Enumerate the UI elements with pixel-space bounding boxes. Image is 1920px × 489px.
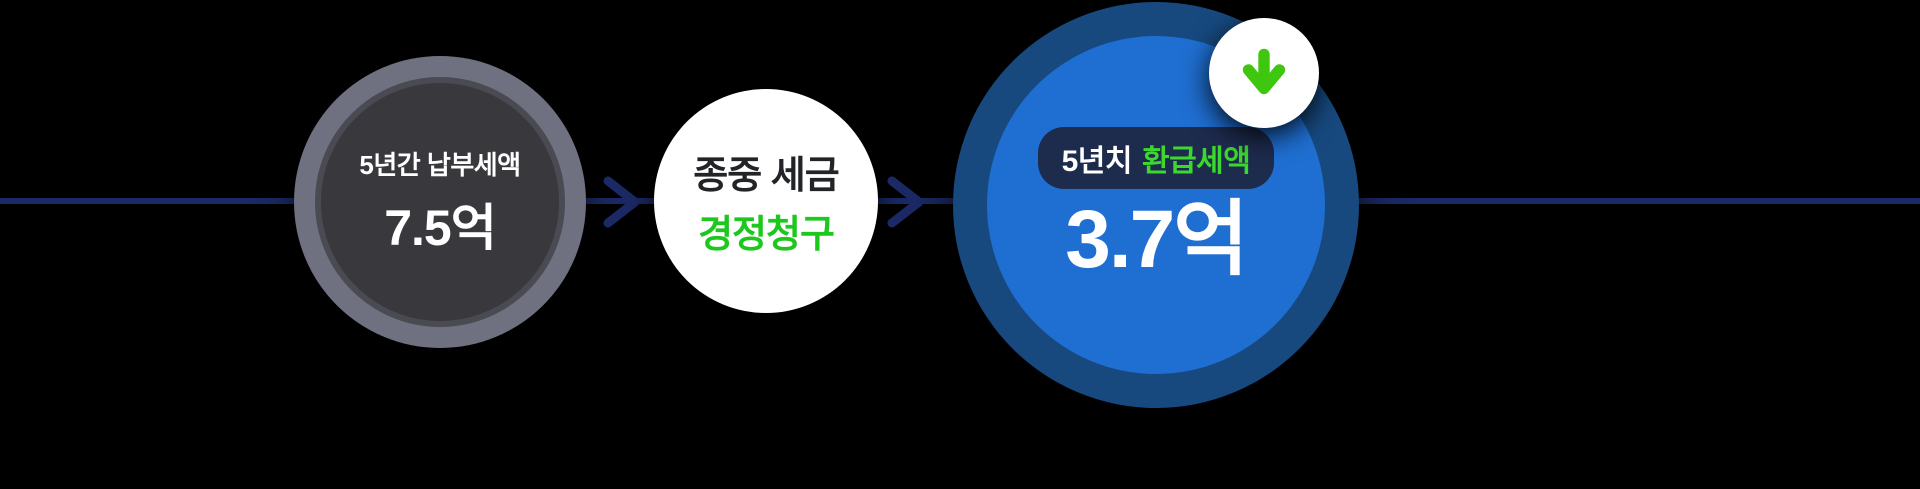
claim-line1: 종중 세금 (693, 155, 839, 197)
paid-tax-label: 5년간 납부세액 (359, 149, 521, 180)
paid-tax-value: 7.5억 (384, 199, 497, 256)
arrow-down-icon (1242, 48, 1286, 95)
claim-line2: 경정청구 (698, 214, 835, 256)
arrow-right-icon (887, 176, 924, 228)
step-claim-circle: 종중 세금 경정청구 (654, 89, 878, 313)
step-paid-tax-circle: 5년간 납부세액 7.5억 (294, 56, 586, 348)
refund-value: 3.7억 (1065, 193, 1248, 285)
arrow-right-icon (603, 176, 640, 228)
refund-badge: 5년치 환급세액 (1037, 126, 1275, 189)
refund-badge-highlight: 환급세액 (1141, 144, 1251, 178)
step-paid-tax-inner: 5년간 납부세액 7.5억 (315, 77, 565, 327)
refund-badge-prefix: 5년치 (1061, 144, 1133, 178)
refund-arrow-badge (1209, 18, 1319, 128)
